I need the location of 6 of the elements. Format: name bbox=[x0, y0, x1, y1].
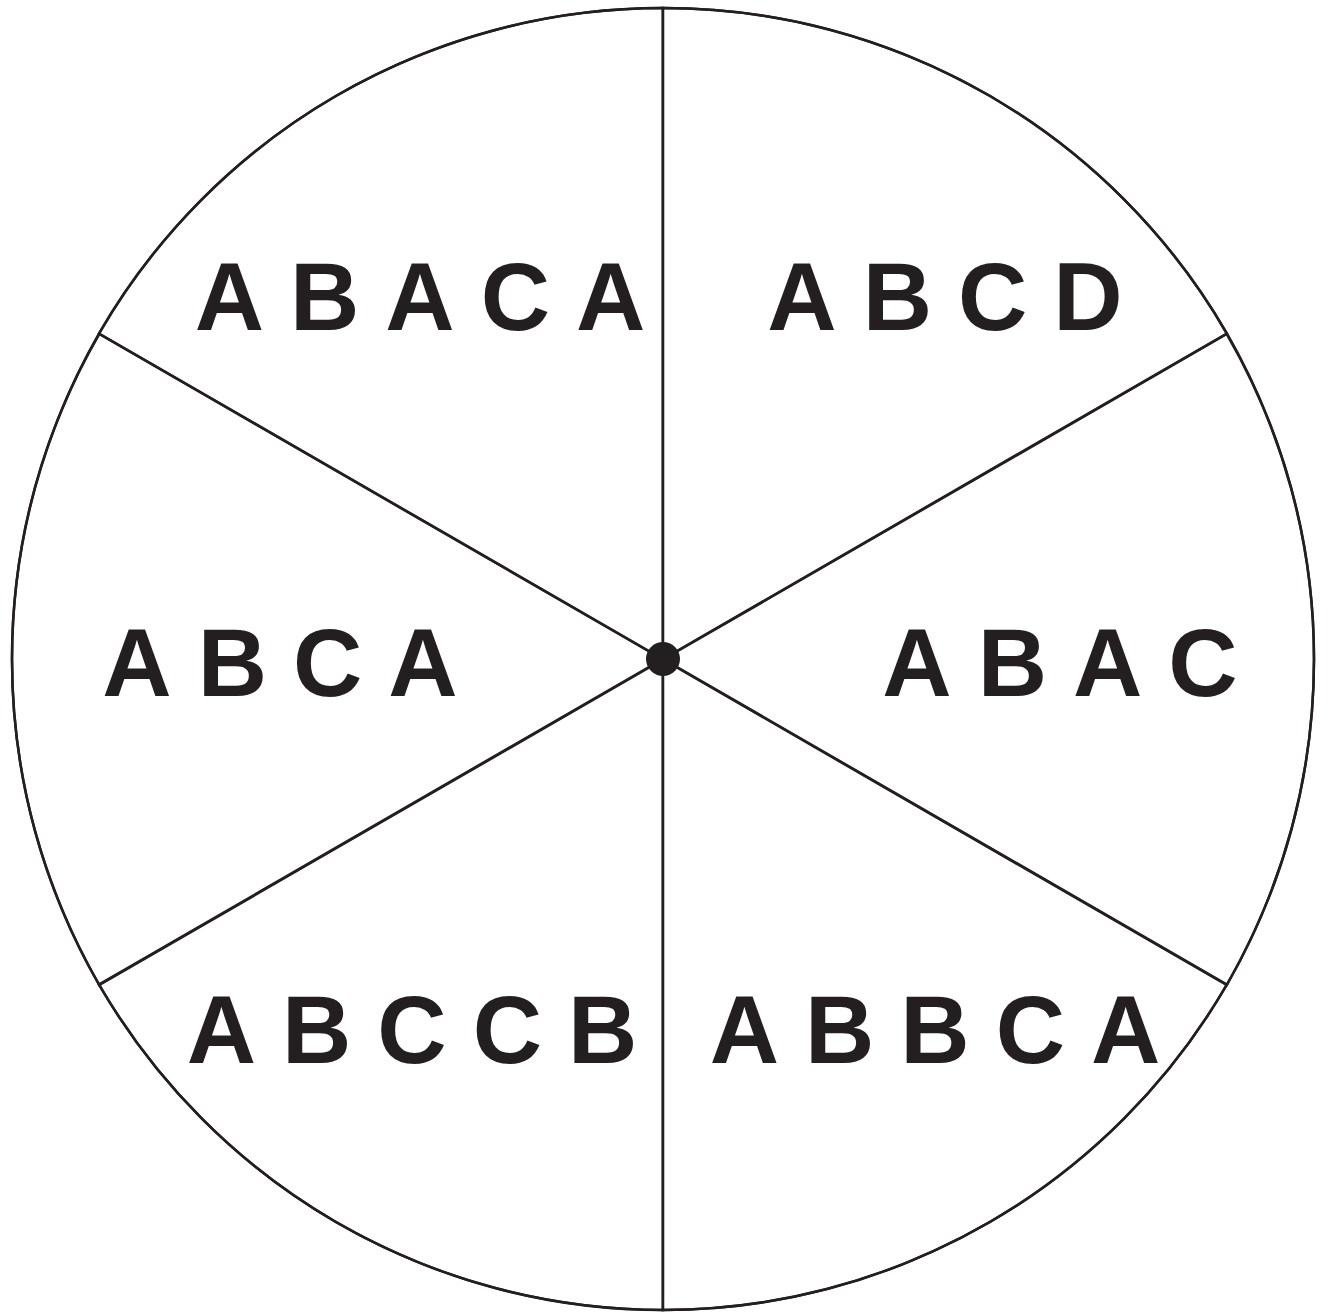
sector-label: ABCCB bbox=[186, 982, 664, 1078]
sector-label: ABACA bbox=[194, 249, 672, 345]
sector-label: ABBCA bbox=[709, 982, 1187, 1078]
sector-label: ABCD bbox=[767, 249, 1149, 345]
sector-label: ABCA bbox=[102, 615, 484, 711]
sector-label: ABAC bbox=[882, 615, 1264, 711]
